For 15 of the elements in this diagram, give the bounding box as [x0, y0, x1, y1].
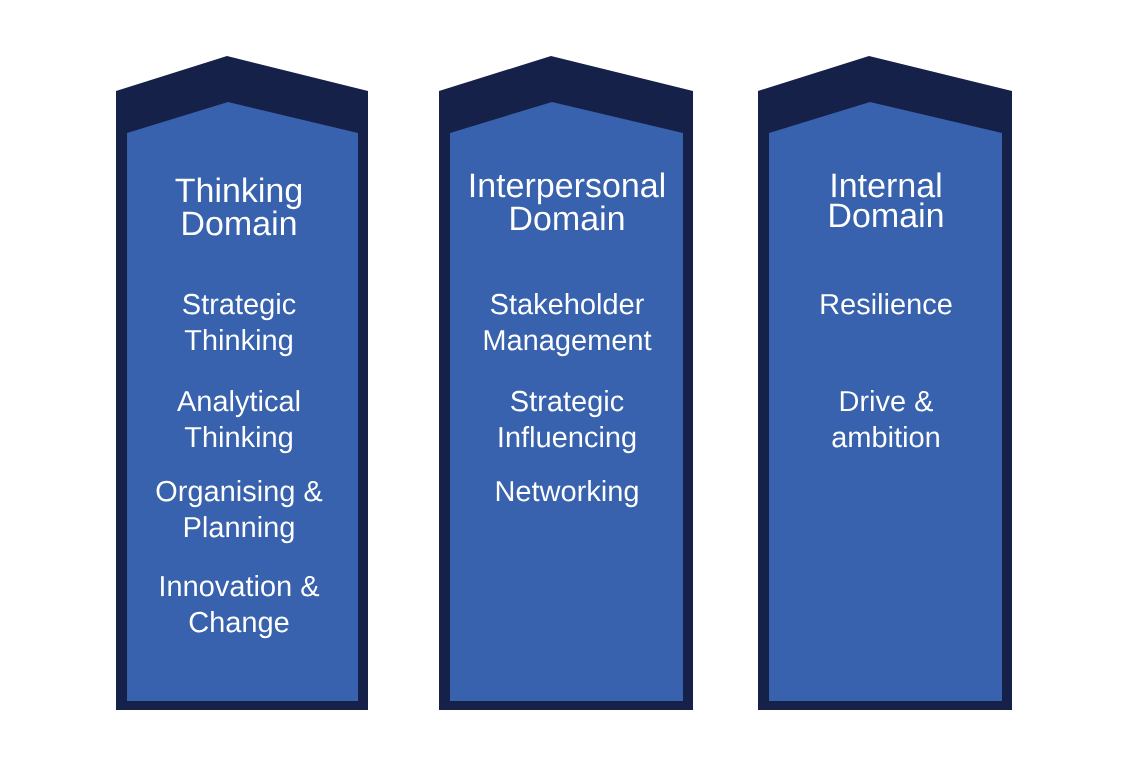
list-item: Strategic Influencing	[499, 390, 636, 454]
pillar-heading: Interpersonal Domain	[470, 172, 664, 231]
list-item: Resilience	[821, 293, 952, 315]
list-item: Networking	[496, 480, 638, 508]
list-item: Strategic Thinking	[183, 293, 296, 357]
list-item: Innovation & Change	[161, 575, 320, 639]
pillar-heading: Thinking Domain	[175, 177, 302, 236]
pillar-box	[116, 56, 368, 710]
list-item: Analytical Thinking	[177, 390, 300, 454]
list-item: Stakeholder Management	[484, 293, 652, 357]
pillar-box	[758, 56, 1012, 710]
pillar-heading: Internal Domain	[830, 172, 943, 228]
pillar-box	[439, 56, 693, 710]
list-item: Drive & ambition	[832, 390, 939, 448]
list-item: Organising & Planning	[156, 480, 323, 544]
